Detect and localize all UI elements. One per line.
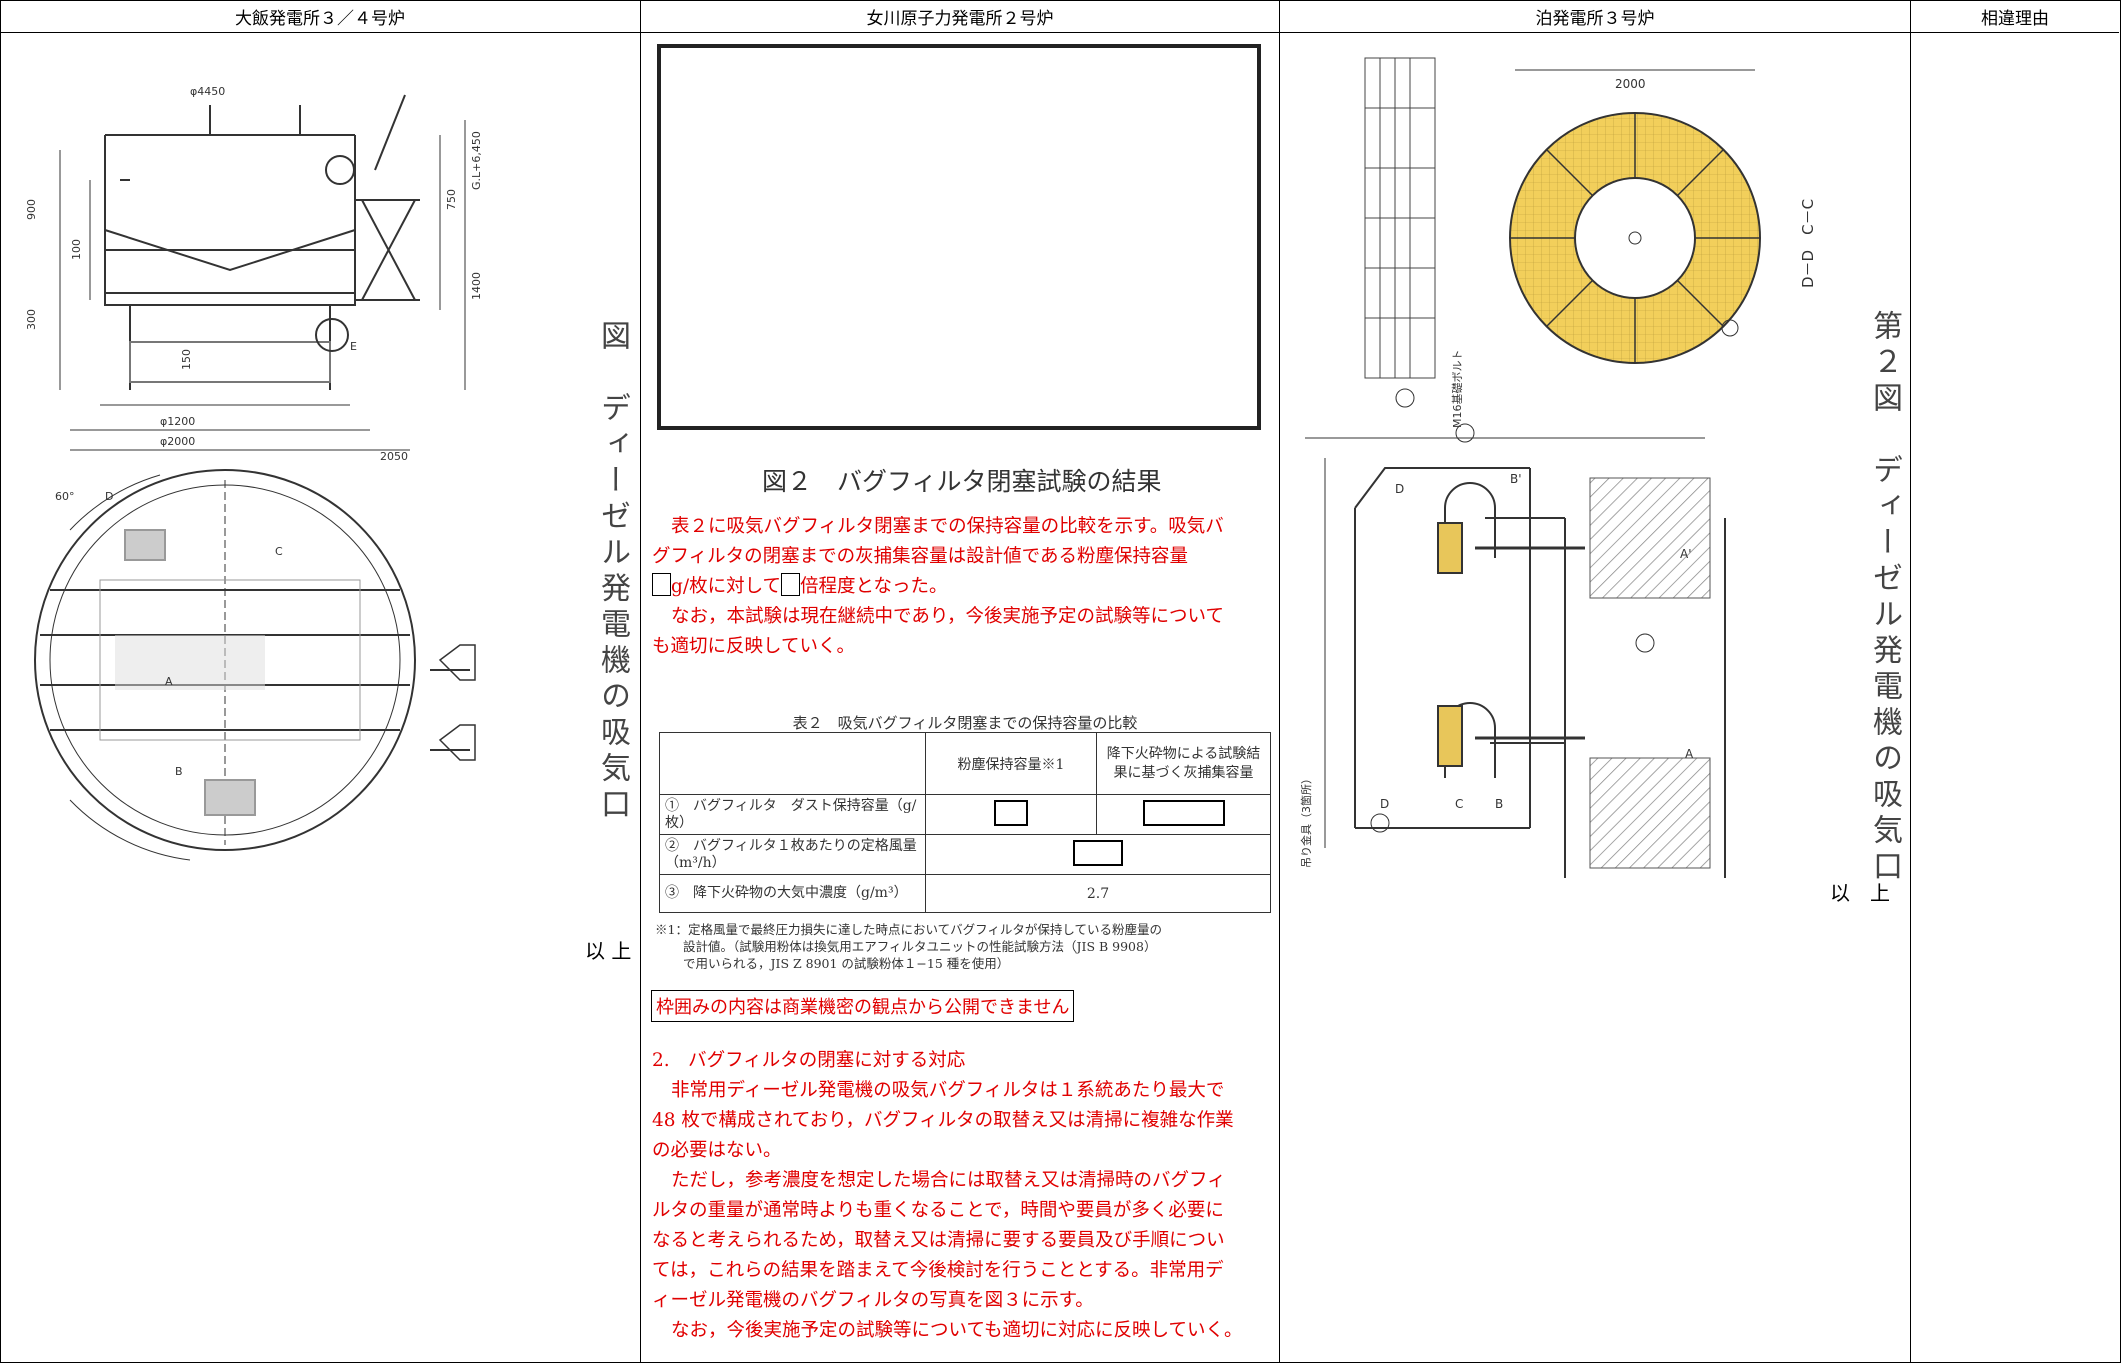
header-onagawa: 女川原子力発電所２号炉 xyxy=(641,0,1279,33)
section-2-bag-filter-response: 2. バグフィルタの閉塞に対する対応 非常用ディーゼル発電機の吸気バグフィルタは… xyxy=(652,1046,1277,1346)
table-footnote: ※1：定格風量で最終圧力損失に達した時点においてバグフィルタが保持している粉塵量… xyxy=(655,922,1162,971)
section-2-line: 48 枚で構成されており，バグフィルタの取替え又は清掃に複雑な作業 xyxy=(652,1110,1234,1131)
para1-line2: グフィルタの閉塞までの灰捕集容量は設計値である粉塵保持容量 xyxy=(652,546,1188,567)
table-col-header-1: 粉塵保持容量※1 xyxy=(925,732,1097,795)
table-corner xyxy=(659,732,926,795)
section-2-line: ては，これらの結果を踏まえて今後検討を行うこととする。非常用デ xyxy=(652,1260,1224,1281)
table-2: 粉塵保持容量※1 降下火砕物による試験結果に基づく灰捕集容量 ① バグフィルタ … xyxy=(659,732,1271,913)
tomari-end-mark: 以 上 xyxy=(1830,881,1890,905)
confidential-image-box xyxy=(657,44,1261,430)
header-tomari: 泊発電所３号炉 xyxy=(1280,0,1910,33)
svg-text:D: D xyxy=(105,490,113,503)
svg-text:A: A xyxy=(165,675,173,688)
svg-text:φ1200: φ1200 xyxy=(160,415,195,428)
section-2-line: なお，今後実施予定の試験等についても適切に対応に反映していく。 xyxy=(671,1320,1243,1341)
svg-text:2050: 2050 xyxy=(380,450,408,463)
column-divider xyxy=(640,0,641,1363)
svg-text:D: D xyxy=(1395,482,1404,496)
section-2-line: なると考えられるため，取替え又は清掃に要する要員及び手順につい xyxy=(652,1230,1225,1251)
svg-text:900: 900 xyxy=(25,199,38,220)
svg-text:B: B xyxy=(1495,797,1503,811)
tomari-intake-drawing: D－D C－C M16基礎ボルト 吊り金具（3箇所） D B' A' A C B… xyxy=(1299,57,1817,878)
svg-text:B: B xyxy=(175,765,183,778)
table-row3-value: 2.7 xyxy=(925,874,1271,913)
svg-text:D: D xyxy=(1380,797,1389,811)
svg-text:1400: 1400 xyxy=(470,272,483,300)
table-row2-value xyxy=(925,834,1271,875)
section-2-line: の必要はない。 xyxy=(652,1140,782,1161)
section-2-line: 非常用ディーゼル発電機の吸気バグフィルタは１系統あたり最大で xyxy=(671,1080,1225,1101)
svg-text:C: C xyxy=(1455,797,1463,811)
svg-text:A: A xyxy=(1685,747,1694,761)
svg-text:A': A' xyxy=(1680,547,1692,561)
paragraph-table-comparison: 表２に吸気バグフィルタ閉塞までの保持容量の比較を示す。吸気バ グフィルタの閉塞ま… xyxy=(652,512,1277,662)
column-divider xyxy=(1910,0,1911,1363)
redacted-box xyxy=(652,573,671,596)
svg-text:750: 750 xyxy=(445,189,458,210)
ohi-end-mark: 以 上 xyxy=(585,939,632,963)
section-2-line: ただし，参考濃度を想定した場合には取替え又は清掃時のバグフィ xyxy=(671,1170,1226,1191)
figure-2-caption: 図２ バグフィルタ閉塞試験の結果 xyxy=(762,467,1162,496)
para1-line1: 表２に吸気バグフィルタ閉塞までの保持容量の比較を示す。吸気バ xyxy=(671,516,1224,537)
ohi-figure-title: 図 ディーゼル発電機の吸気口 xyxy=(595,320,630,824)
reason-column-body xyxy=(1911,33,2119,1361)
ohi-intake-drawing: φ4450 900 300 100 150 750 1400 G.L+6,450… xyxy=(25,85,483,861)
confidential-notice: 枠囲みの内容は商業機密の観点から公開できません xyxy=(651,990,1075,1022)
header-ohi: 大飯発電所３／４号炉 xyxy=(0,0,640,33)
section-label-dd-cc: D－D C－C xyxy=(1799,199,1817,288)
svg-text:150: 150 xyxy=(180,349,193,370)
svg-text:2000: 2000 xyxy=(1615,77,1646,91)
svg-text:φ2000: φ2000 xyxy=(160,435,195,448)
svg-text:100: 100 xyxy=(70,239,83,260)
section-2-title: 2. バグフィルタの閉塞に対する対応 xyxy=(652,1050,966,1071)
section-2-line: ィーゼル発電機のバグフィルタの写真を図３に示す。 xyxy=(652,1290,1094,1311)
tomari-figure-title: 第２図 ディーゼル発電機の吸気口 xyxy=(1867,310,1902,886)
table-col-header-2: 降下火砕物による試験結果に基づく灰捕集容量 xyxy=(1096,732,1271,795)
section-2-line: ルタの重量が通常時よりも重くなることで，時間や要員が多く必要に xyxy=(652,1200,1224,1221)
table-row1-value1 xyxy=(925,794,1097,835)
svg-text:B': B' xyxy=(1510,472,1522,486)
table-2-title: 表２ 吸気バグフィルタ閉塞までの保持容量の比較 xyxy=(792,714,1138,732)
svg-text:M16基礎ボルト: M16基礎ボルト xyxy=(1451,350,1464,429)
svg-text:300: 300 xyxy=(25,309,38,330)
redacted-box xyxy=(781,573,801,596)
table-row3-label: ③ 降下火砕物の大気中濃度（g/m³） xyxy=(659,874,926,913)
column-divider xyxy=(1279,0,1280,1363)
svg-text:吊り金具（3箇所）: 吊り金具（3箇所） xyxy=(1299,773,1313,868)
svg-text:G.L+6,450: G.L+6,450 xyxy=(470,131,483,190)
para2-line2: も適切に反映していく。 xyxy=(652,636,855,657)
svg-text:E: E xyxy=(350,340,357,353)
svg-text:φ4450: φ4450 xyxy=(190,85,225,98)
para2-line1: なお，本試験は現在継続中であり，今後実施予定の試験等について xyxy=(671,606,1224,627)
table-row2-label: ② バグフィルタ１枚あたりの定格風量（m³/h） xyxy=(659,834,926,875)
table-row1-value2 xyxy=(1096,794,1271,835)
header-reason: 相違理由 xyxy=(1911,0,2119,33)
svg-text:60°: 60° xyxy=(55,490,75,503)
para1-line3: g/枚に対して倍程度となった。 xyxy=(652,572,1277,602)
table-row1-label: ① バグフィルタ ダスト保持容量（g/枚） xyxy=(659,794,926,835)
svg-text:C: C xyxy=(275,545,283,558)
